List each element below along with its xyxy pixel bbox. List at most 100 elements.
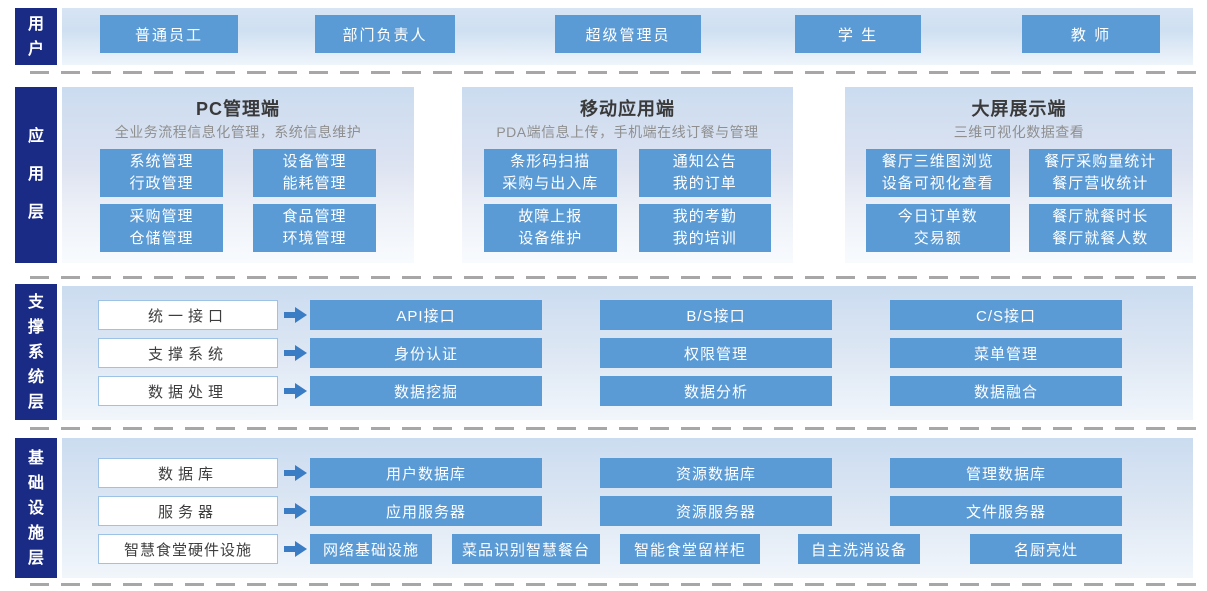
app-node: 食品管理 环境管理: [253, 204, 376, 252]
user-role-node: 部门负责人: [315, 15, 455, 53]
infrastructure-node-label: 资源数据库: [675, 465, 756, 483]
support-node: 菜单管理: [890, 338, 1122, 368]
app-section-subtitle: PDA端信息上传，手机端在线订餐与管理: [496, 124, 759, 140]
app-node-line: 行政管理: [129, 175, 194, 192]
app-node-line: 仓储管理: [129, 230, 194, 247]
app-section-title: 大屏展示端: [971, 99, 1067, 119]
app-node: 采购管理 仓储管理: [100, 204, 223, 252]
user-role-label: 教 师: [1070, 26, 1112, 44]
app-node-line: 餐厅采购量统计: [1044, 153, 1157, 170]
infrastructure-node: 资源服务器: [600, 496, 832, 526]
layer-divider: [30, 427, 1202, 430]
app-node-line: 采购与出入库: [502, 175, 599, 192]
support-node-label: B/S接口: [686, 307, 746, 325]
app-node-line: 我的考勤: [672, 208, 737, 225]
infrastructure-node-label: 自主洗消设备: [810, 541, 907, 559]
support-node-label: 菜单管理: [973, 345, 1038, 363]
category-label: 统一接口: [147, 307, 228, 325]
infrastructure-node-label: 名厨亮灶: [1013, 541, 1078, 559]
app-node-line: 能耗管理: [282, 175, 347, 192]
support-node-label: 数据融合: [973, 383, 1038, 401]
right-arrow-icon: [284, 541, 308, 557]
support-node: B/S接口: [600, 300, 832, 330]
support-node: 数据融合: [890, 376, 1122, 406]
layer-divider: [30, 71, 1202, 74]
infrastructure-node: 资源数据库: [600, 458, 832, 488]
app-node-line: 设备维护: [518, 230, 583, 247]
app-section-title: PC管理端: [195, 99, 280, 119]
support-node-label: C/S接口: [975, 307, 1036, 325]
infrastructure-node-label: 管理数据库: [965, 465, 1046, 483]
app-node: 餐厅采购量统计 餐厅营收统计: [1028, 149, 1172, 197]
infrastructure-node: 文件服务器: [890, 496, 1122, 526]
right-arrow-icon: [284, 307, 308, 323]
app-node-line: 通知公告: [672, 153, 737, 170]
app-node: 系统管理 行政管理: [100, 149, 223, 197]
user-role-label: 超级管理员: [585, 26, 671, 44]
app-section-subtitle: 全业务流程信息化管理，系统信息维护: [114, 124, 362, 140]
right-arrow-icon: [284, 503, 308, 519]
category-box: 服务器: [98, 496, 278, 526]
app-node: 故障上报 设备维护: [484, 204, 617, 252]
support-node-label: 身份认证: [393, 345, 458, 363]
support-node-label: 数据分析: [683, 383, 748, 401]
support-node-label: API接口: [396, 307, 456, 325]
infrastructure-node-label: 应用服务器: [385, 503, 466, 521]
app-node-line: 今日订单数: [897, 208, 978, 225]
layer-label-infrastructure-text: 基础设施层: [27, 449, 44, 567]
user-role-node: 教 师: [1022, 15, 1160, 53]
layer-divider: [30, 583, 1202, 586]
infrastructure-node: 菜品识别智慧餐台: [452, 534, 600, 564]
infrastructure-node: 智能食堂留样柜: [620, 534, 760, 564]
app-node-line: 设备可视化查看: [881, 175, 994, 192]
users-panel: 普通员工 部门负责人 超级管理员 学 生 教 师: [62, 8, 1193, 65]
infrastructure-node-label: 智能食堂留样柜: [633, 541, 746, 559]
layer-label-users: 用户: [15, 8, 57, 65]
support-node: 数据分析: [600, 376, 832, 406]
support-node: 身份认证: [310, 338, 542, 368]
app-node: 设备管理 能耗管理: [253, 149, 376, 197]
user-role-node: 普通员工: [100, 15, 238, 53]
category-label: 数据库: [157, 465, 218, 483]
app-button-grid: 餐厅三维图浏览 设备可视化查看 餐厅采购量统计 餐厅营收统计 今日订单数 交易额…: [866, 149, 1172, 252]
infrastructure-node: 网络基础设施: [310, 534, 432, 564]
app-section-title: 移动应用端: [580, 99, 675, 119]
app-node-line: 我的订单: [672, 175, 737, 192]
user-role-node: 超级管理员: [555, 15, 701, 53]
app-node-line: 设备管理: [282, 153, 347, 170]
infrastructure-node-label: 用户数据库: [385, 465, 466, 483]
app-section-pc: PC管理端 全业务流程信息化管理，系统信息维护 系统管理 行政管理 设备管理 能…: [62, 87, 414, 263]
category-label: 支撑系统: [147, 345, 228, 363]
layer-label-infrastructure: 基础设施层: [15, 438, 57, 578]
app-node: 餐厅三维图浏览 设备可视化查看: [866, 149, 1010, 197]
app-node-line: 交易额: [913, 230, 962, 247]
app-node: 条形码扫描 采购与出入库: [484, 149, 617, 197]
user-role-node: 学 生: [795, 15, 921, 53]
infrastructure-node-label: 资源服务器: [675, 503, 756, 521]
category-label: 服务器: [157, 503, 218, 521]
app-node: 今日订单数 交易额: [866, 204, 1010, 252]
app-node: 餐厅就餐时长 餐厅就餐人数: [1028, 204, 1172, 252]
layer-label-application: 应用层: [15, 87, 57, 263]
right-arrow-icon: [284, 345, 308, 361]
layer-label-application-text: 应用层: [27, 128, 44, 221]
infrastructure-node-label: 菜品识别智慧餐台: [461, 541, 590, 559]
category-box: 数据库: [98, 458, 278, 488]
layer-label-users-text: 用户: [27, 15, 44, 58]
app-node-line: 食品管理: [282, 208, 347, 225]
support-node: C/S接口: [890, 300, 1122, 330]
app-section-bigscreen: 大屏展示端 三维可视化数据查看 餐厅三维图浏览 设备可视化查看 餐厅采购量统计 …: [845, 87, 1193, 263]
layer-label-support-text: 支撑系统层: [27, 293, 44, 411]
user-role-label: 部门负责人: [342, 26, 428, 44]
category-box: 统一接口: [98, 300, 278, 330]
app-node-line: 条形码扫描: [510, 153, 591, 170]
support-node: 权限管理: [600, 338, 832, 368]
category-box: 数据处理: [98, 376, 278, 406]
right-arrow-icon: [284, 383, 308, 399]
infrastructure-node: 应用服务器: [310, 496, 542, 526]
user-role-label: 学 生: [837, 26, 879, 44]
app-node: 通知公告 我的订单: [638, 149, 771, 197]
user-role-label: 普通员工: [134, 26, 203, 44]
support-node: 数据挖掘: [310, 376, 542, 406]
